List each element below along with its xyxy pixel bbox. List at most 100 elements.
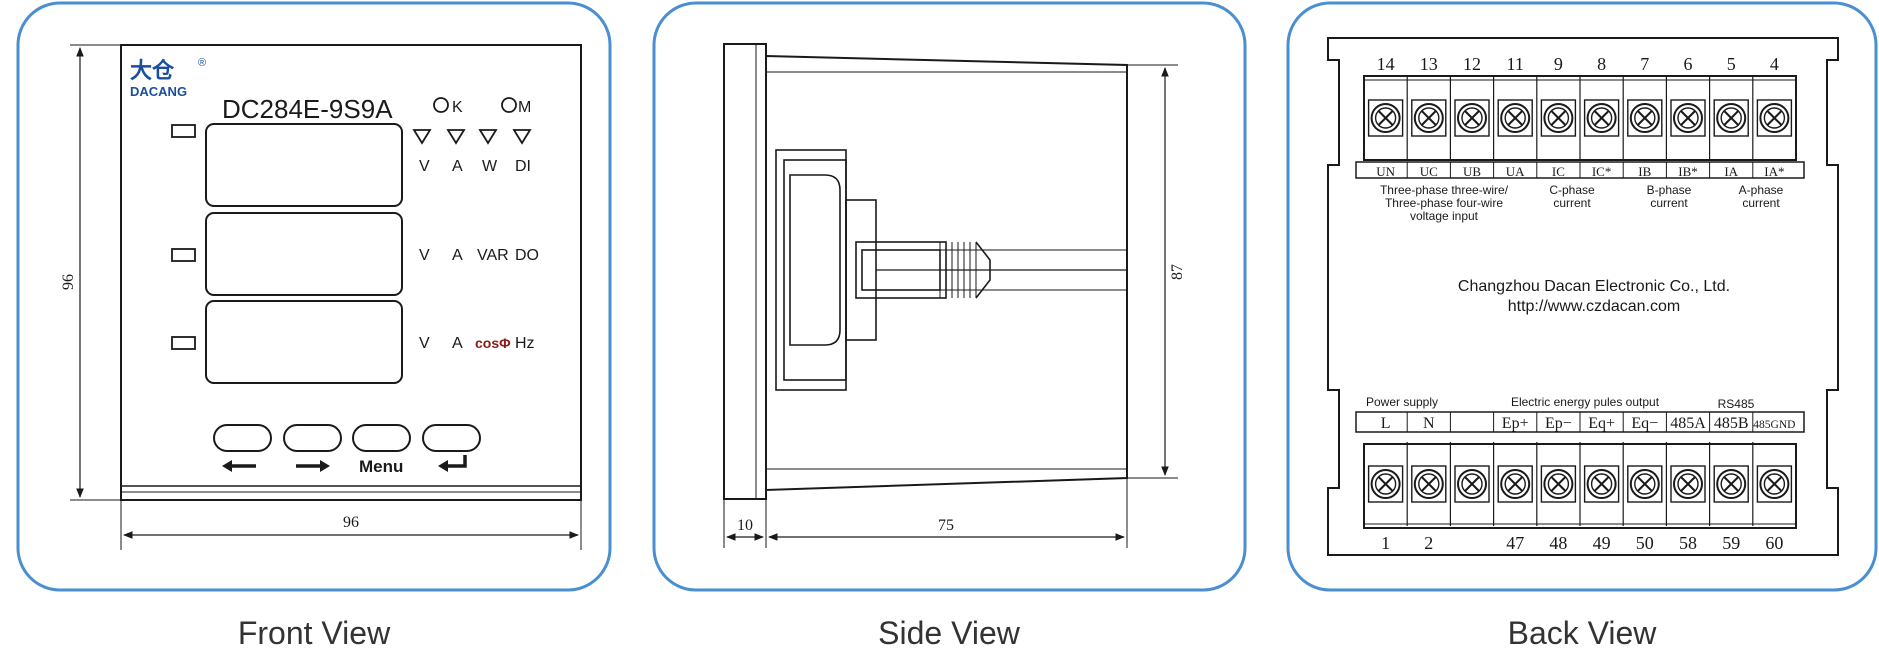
left-button[interactable] — [213, 424, 272, 472]
logo-registered: ® — [198, 57, 206, 69]
unit-label: DI — [515, 158, 531, 175]
terminal-label: 485B — [1714, 415, 1749, 432]
side-dimension-front: 10 — [723, 490, 767, 548]
display-row-2: V A VAR DO — [171, 212, 539, 296]
energy-output-text: Electric energy pules output — [1511, 395, 1660, 409]
terminal-screw-icon — [1622, 76, 1663, 160]
power-supply-text: Power supply — [1366, 395, 1438, 409]
terminal-label: 4 — [1770, 54, 1779, 74]
voltage-input-text-3: voltage input — [1410, 209, 1479, 223]
company-website: http://www.czdacan.com — [1508, 298, 1681, 315]
unit-label: A — [452, 158, 463, 175]
unit-label: W — [482, 158, 498, 175]
terminal-label: IA* — [1764, 164, 1784, 179]
front-dimension-height: 96 — [60, 44, 121, 501]
terminal-label: UC — [1420, 164, 1438, 179]
unit-label: cosΦ — [475, 335, 511, 351]
terminal-label: IC — [1552, 164, 1565, 179]
c-phase-text-2: current — [1553, 196, 1591, 210]
indicator-k-label: K — [452, 99, 463, 116]
terminal-screw-icon — [1579, 442, 1620, 526]
top-terminal-block — [1363, 75, 1797, 161]
terminal-screw-icon — [1367, 465, 1404, 503]
unit-label: VAR — [477, 247, 509, 264]
indicator-m-led — [501, 97, 517, 113]
dim-label: 96 — [343, 514, 359, 531]
terminal-label: 60 — [1765, 533, 1783, 553]
bottom-terminal-block — [1363, 442, 1797, 529]
menu-button[interactable]: Menu — [352, 424, 411, 476]
company-name: Changzhou Dacan Electronic Co., Ltd. — [1458, 278, 1730, 295]
terminal-label: 48 — [1549, 533, 1567, 553]
a-phase-text-1: A-phase — [1739, 183, 1784, 197]
terminal-screw-icon — [1622, 442, 1663, 526]
terminal-screw-icon — [1752, 442, 1793, 526]
display-row-1: V A W DI — [171, 123, 531, 207]
side-view-panel: 10 75 87 — [652, 1, 1247, 592]
terminal-label: 59 — [1722, 533, 1740, 553]
terminal-label: 12 — [1463, 54, 1481, 74]
terminal-label: UA — [1506, 164, 1525, 179]
terminal-screw-icon — [1536, 76, 1577, 160]
terminal-label: Eq+ — [1588, 415, 1615, 432]
terminal-label: 14 — [1377, 54, 1395, 74]
side-view-caption: Side View — [878, 615, 1021, 651]
unit-label: V — [419, 247, 430, 264]
terminal-label: L — [1381, 415, 1391, 432]
model-number: DC284E-9S9A — [222, 94, 393, 124]
terminal-label: 58 — [1679, 533, 1697, 553]
unit-label: A — [452, 247, 463, 264]
indicator-k-led — [433, 97, 449, 113]
voltage-input-text-1: Three-phase three-wire/ — [1380, 183, 1509, 197]
terminal-screw-icon — [1665, 442, 1706, 526]
terminal-screw-icon — [1752, 76, 1793, 160]
terminal-screw-icon — [1708, 76, 1749, 160]
logo-chinese: 大仓 — [130, 58, 175, 83]
dim-label: 10 — [737, 517, 753, 534]
menu-button-label: Menu — [359, 457, 403, 476]
terminal-label: IA — [1724, 164, 1738, 179]
c-phase-text-1: C-phase — [1549, 183, 1595, 197]
terminal-screw-icon — [1449, 76, 1490, 160]
right-button[interactable] — [283, 424, 342, 472]
terminal-label: 50 — [1636, 533, 1654, 553]
terminal-screw-icon — [1579, 76, 1620, 160]
unit-label: A — [452, 335, 463, 352]
terminal-label: IB — [1638, 164, 1651, 179]
terminal-screw-icon — [1406, 442, 1447, 526]
terminal-screw-icon — [1492, 76, 1533, 160]
b-phase-text-2: current — [1650, 196, 1688, 210]
terminal-label: Ep− — [1545, 415, 1572, 432]
side-dimension-body: 75 — [768, 478, 1128, 548]
terminal-screw-icon — [1536, 442, 1577, 526]
terminal-label: 485A — [1670, 415, 1706, 432]
terminal-label: 6 — [1684, 54, 1693, 74]
terminal-screw-icon — [1492, 442, 1533, 526]
terminal-label: 485GND — [1753, 419, 1795, 431]
unit-triangles — [412, 129, 532, 145]
terminal-screw-icon — [1367, 99, 1404, 137]
voltage-input-text-2: Three-phase four-wire — [1385, 196, 1503, 210]
dim-label: 87 — [1169, 264, 1186, 280]
dim-label: 96 — [60, 274, 77, 290]
terminal-label: 2 — [1424, 533, 1433, 553]
terminal-label: 9 — [1554, 54, 1563, 74]
terminal-label: 11 — [1507, 54, 1524, 74]
front-dimension-width: 96 — [120, 492, 582, 550]
terminal-label: Eq− — [1631, 415, 1658, 432]
front-view-panel: 大仓 ® DACANG DC284E-9S9A K M V A W DI V — [16, 1, 612, 592]
back-view-caption: Back View — [1508, 615, 1658, 651]
terminal-screw-icon — [1406, 76, 1447, 160]
dim-label: 75 — [938, 517, 954, 534]
enter-button[interactable] — [422, 424, 481, 472]
unit-label: Hz — [515, 335, 535, 352]
terminal-label: Ep+ — [1502, 415, 1529, 432]
indicator-m-label: M — [518, 99, 531, 116]
a-phase-text-2: current — [1742, 196, 1780, 210]
terminal-label: 7 — [1640, 54, 1649, 74]
enter-icon — [446, 455, 467, 468]
front-view-caption: Front View — [238, 615, 391, 651]
terminal-screw-icon — [1708, 442, 1749, 526]
